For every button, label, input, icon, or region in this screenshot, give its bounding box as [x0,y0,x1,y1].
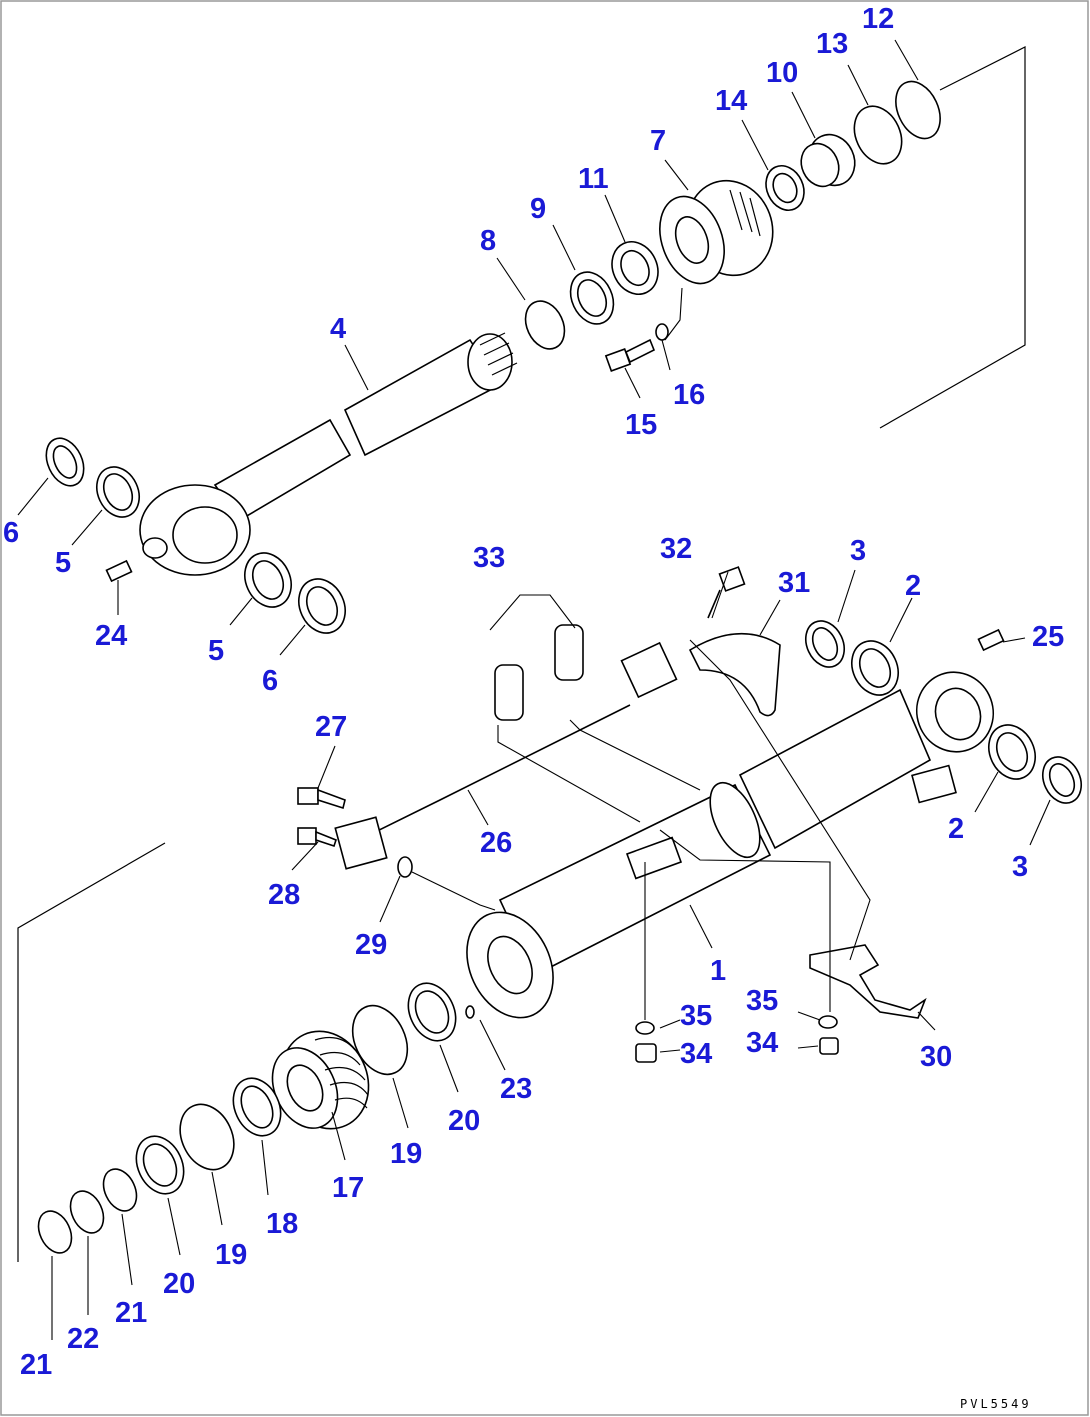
callout-19-upper: 19 [390,1138,422,1170]
callout-22: 22 [67,1323,99,1355]
callout-15: 15 [625,409,657,441]
callout-6-upper: 6 [3,517,19,549]
nut-part-34-left [635,1043,657,1063]
washer-part-35-right [818,1015,838,1029]
seal-part-3-lower [1041,756,1083,804]
ring-part-8 [524,300,566,350]
callout-32: 32 [660,533,692,565]
cylinder-tube-part-1 [466,671,995,1019]
ring-part-14 [765,165,805,211]
bushing-part-5-upper [96,466,140,518]
ring-part-19-lower [179,1103,235,1171]
callout-35-right: 35 [746,985,778,1017]
callout-14: 14 [715,85,747,117]
lower-group-bracket [17,842,166,1262]
seal-part-6-lower [298,578,346,634]
ring-part-21-upper [102,1168,138,1212]
callout-12: 12 [862,3,894,35]
callout-8: 8 [480,225,496,257]
bolt-part-15 [604,338,656,372]
oring-part-12 [895,80,941,140]
callout-34-left: 34 [680,1038,712,1070]
bolt-part-28 [297,827,337,848]
callout-31: 31 [778,567,810,599]
ring-part-13 [853,105,903,165]
ring-part-9 [569,271,615,325]
piston-part-17 [271,1030,370,1130]
callout-1: 1 [710,955,726,987]
clamp-part-31 [688,632,781,717]
grease-fitting-part-25 [977,628,1005,652]
callout-21-upper: 21 [115,1297,147,1329]
ring-part-11 [611,241,659,295]
grease-fitting-part-24 [105,559,133,583]
ring-part-22 [69,1190,105,1234]
callout-19-lower: 19 [215,1239,247,1271]
ring-part-20-upper [407,982,457,1042]
bushing-part-5-lower [244,552,292,608]
callout-11: 11 [578,163,609,195]
callout-27: 27 [315,711,347,743]
seal-part-6-upper [45,437,85,487]
pipe-part-26 [334,641,678,870]
callout-28: 28 [268,879,300,911]
callout-24: 24 [95,620,127,652]
callout-17: 17 [332,1172,364,1204]
bushing-part-2-lower [988,724,1036,780]
callout-26: 26 [480,827,512,859]
ring-part-20-lower [135,1135,185,1195]
hose-part-33 [494,624,584,721]
seal-part-3-upper [804,620,846,668]
callout-34-right: 34 [746,1027,778,1059]
bushing-part-2-upper [851,640,899,696]
nut-part-34-right [819,1037,839,1055]
washer-part-35-left [635,1021,655,1035]
oring-part-23 [465,1005,475,1019]
callout-18: 18 [266,1208,298,1240]
callout-29: 29 [355,929,387,961]
bracket-part-30 [809,944,927,1019]
callout-2-upper: 2 [905,570,921,602]
drawing-code: PVL5549 [960,1397,1032,1411]
callout-30: 30 [920,1041,952,1073]
callout-2-lower: 2 [948,813,964,845]
cylinder-head-part-7 [659,179,774,285]
callout-25: 25 [1032,621,1064,653]
bolt-part-27 [297,787,346,810]
callout-7: 7 [650,125,666,157]
ring-part-21-lower [37,1210,73,1254]
ring-part-18 [232,1077,282,1137]
upper-group-bracket [879,46,1026,429]
callout-21-lower: 21 [20,1349,52,1381]
callout-6-lower: 6 [262,665,278,697]
callout-3-lower: 3 [1012,851,1028,883]
callout-10: 10 [766,57,798,89]
callout-4: 4 [330,313,346,345]
callout-16: 16 [673,379,705,411]
callout-5-upper: 5 [55,547,71,579]
bolt-part-32 [707,566,746,619]
callout-20-upper: 20 [448,1105,480,1137]
callout-9: 9 [530,193,546,225]
callout-13: 13 [816,28,848,60]
oring-part-29 [397,856,413,878]
callout-35-left: 35 [680,1000,712,1032]
callout-5-lower: 5 [208,635,224,667]
callout-3-upper: 3 [850,535,866,567]
callout-33: 33 [473,542,505,574]
bushing-part-10 [800,133,856,188]
callout-20-lower: 20 [163,1268,195,1300]
leader-lines [17,39,1051,1340]
callout-23: 23 [500,1073,532,1105]
callout-labels: 12 13 10 14 7 11 9 8 4 16 15 6 5 24 5 6 … [3,3,1064,1381]
ring-part-19-upper [351,1004,409,1076]
piston-rod-part-4 [139,332,518,576]
